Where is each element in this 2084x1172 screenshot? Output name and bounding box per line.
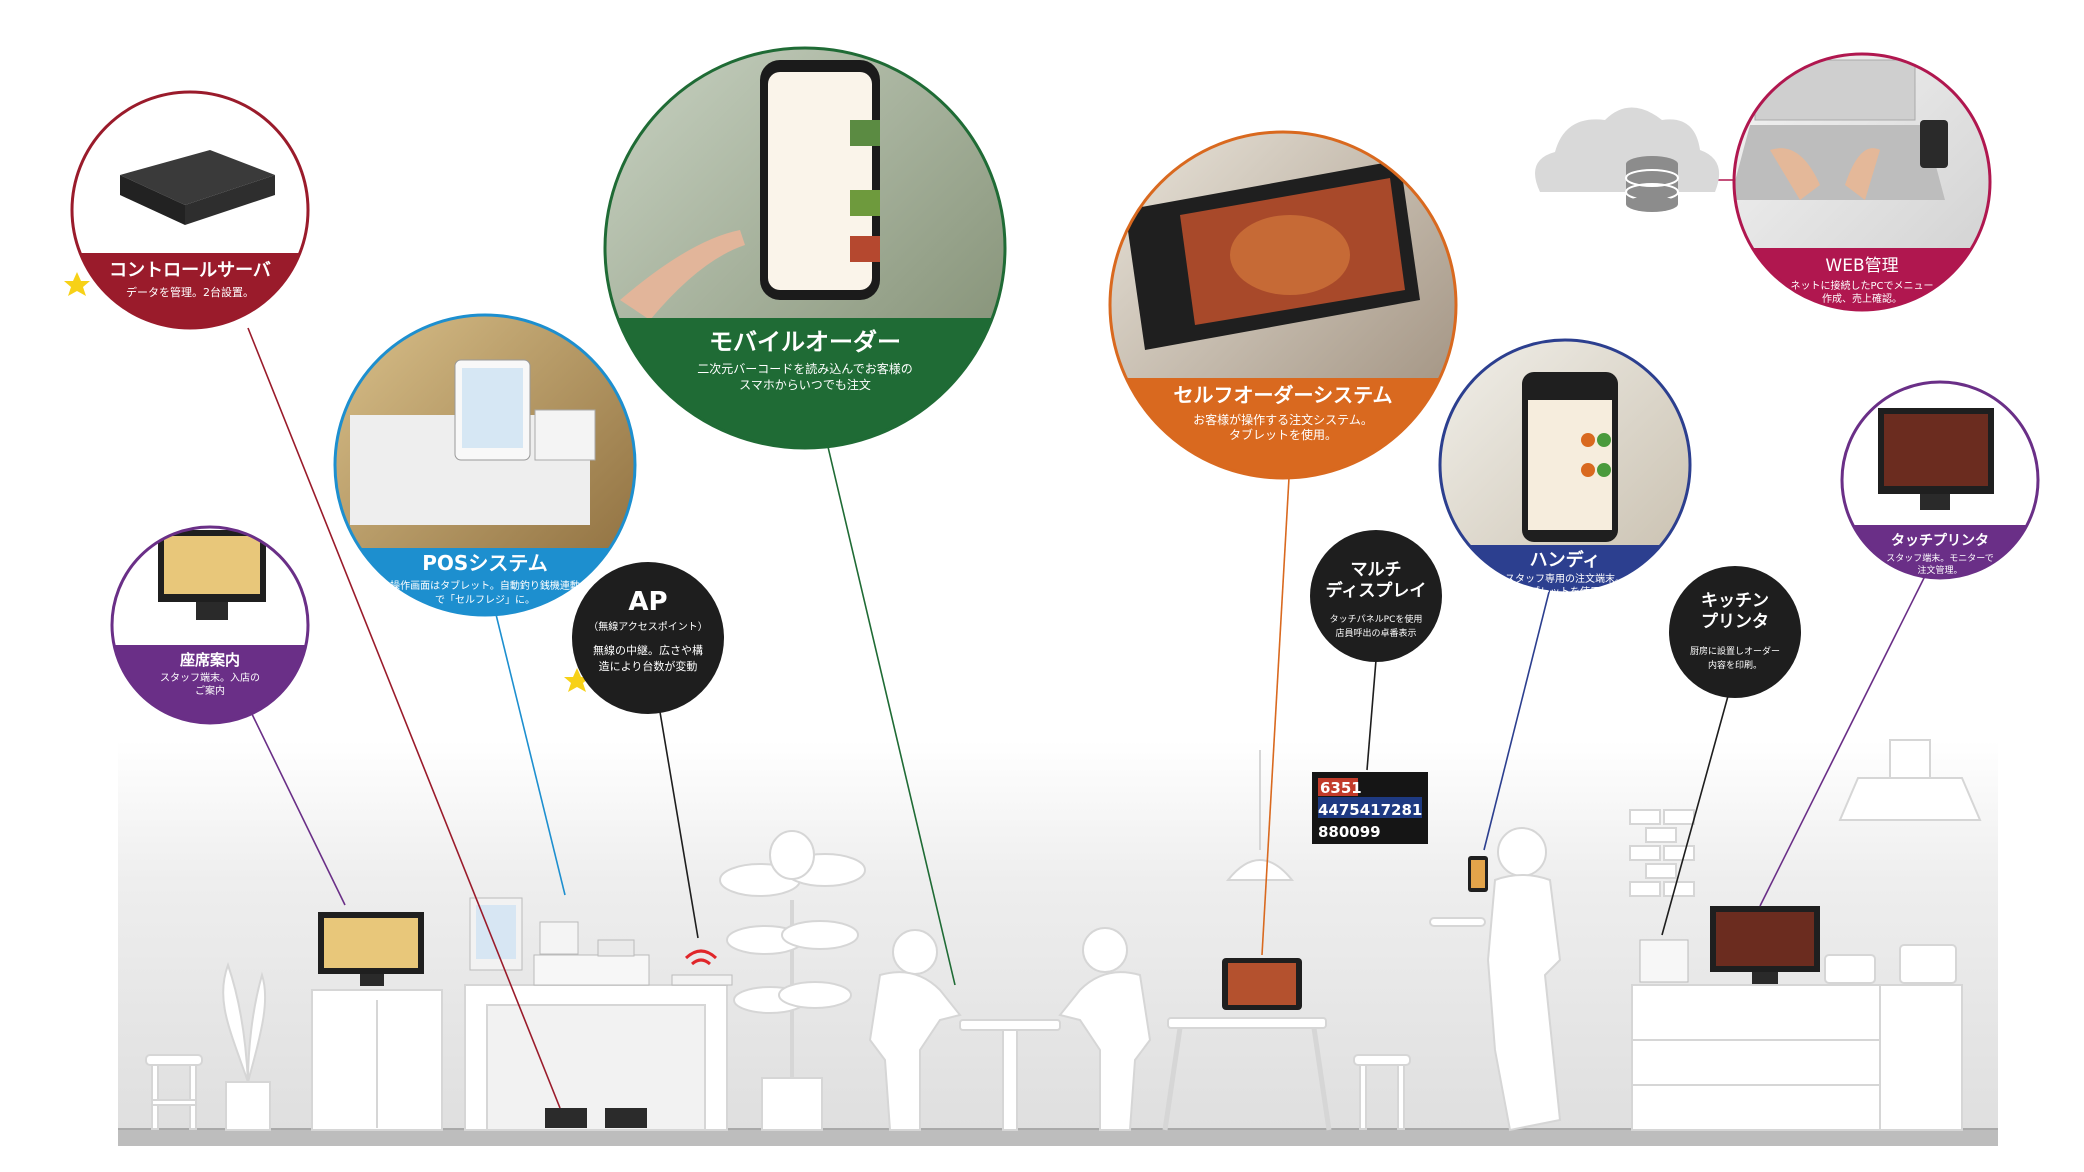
callout-title: POSシステム [422, 551, 547, 575]
callout-touch-printer: タッチプリンタ スタッフ端末。モニターで 注文管理。 [1840, 380, 2040, 580]
bubble-title: ディスプレイ [1326, 580, 1427, 601]
callout-description: スマホからいつでも注文 [739, 377, 871, 392]
callout-mobile-order: モバイルオーダー 二次元バーコードを読み込んでお客様の スマホからいつでも注文 [603, 46, 1007, 450]
scene-devices [318, 856, 1820, 1128]
callout-description: 操作画面はタブレット。自動釣り銭機連動 [390, 579, 580, 592]
connector-lines [247, 179, 1926, 1109]
floor-strip [118, 1130, 1998, 1146]
callout-title: モバイルオーダー [709, 328, 901, 356]
callout-description: タブレットを使用。 [1520, 585, 1610, 598]
callout-description: タブレットを使用。 [1229, 427, 1337, 442]
bubble-description: 店員呼出の卓番表示 [1335, 627, 1416, 639]
callout-title: WEB管理 [1825, 256, 1898, 276]
callout-handy: ハンディ スタッフ専用の注文端末。 タブレットを使用。 [1438, 338, 1692, 598]
bubble-description: 内容を印刷。 [1708, 659, 1762, 671]
multi-display-board: 6351 4475417281 880099 [1312, 772, 1428, 844]
callout-web-management: WEB管理 ネットに接続したPCでメニュー 作成、売上確認。 [1732, 52, 1992, 312]
bubble-multi-display: マルチ ディスプレイ タッチパネルPCを使用 店員呼出の卓番表示 [1310, 530, 1442, 662]
callout-title: 座席案内 [179, 651, 240, 669]
callout-description: スタッフ専用の注文端末。 [1505, 572, 1625, 585]
star-icon [64, 272, 90, 296]
callout-description: で「セルフレジ」に。 [435, 594, 535, 606]
bubble-title: プリンタ [1701, 611, 1769, 632]
bubble-subtitle: （無線アクセスポイント） [588, 620, 708, 633]
callout-title: コントロールサーバ [109, 260, 271, 281]
callout-description: スタッフ端末。入店の [160, 671, 260, 684]
bubble-description: 厨房に設置しオーダー [1690, 645, 1780, 657]
callout-title: セルフオーダーシステム [1174, 383, 1393, 407]
bubble-description: 無線の中継。広さや構 [593, 643, 703, 657]
bubble-title: マルチ [1351, 560, 1402, 580]
bubble-kitchen-printer: キッチン プリンタ 厨房に設置しオーダー 内容を印刷。 [1669, 566, 1801, 698]
callout-description: 二次元バーコードを読み込んでお客様の [697, 361, 912, 376]
board-row-1: 6351 [1320, 779, 1362, 797]
restaurant-scene [145, 739, 1982, 1132]
bubble-ap: AP （無線アクセスポイント） 無線の中継。広さや構 造により台数が変動 [572, 562, 724, 714]
callout-description: お客様が操作する注文システム。 [1193, 412, 1373, 427]
board-row-2: 4475417281 [1318, 801, 1422, 819]
star-icon [564, 668, 590, 692]
callout-control-server: コントロールサーバ データを管理。2台設置。 [70, 90, 310, 330]
bubble-description: タッチパネルPCを使用 [1330, 613, 1423, 625]
callout-pos: POSシステム 操作画面はタブレット。自動釣り銭機連動 で「セルフレジ」に。 [333, 313, 637, 617]
bubble-title: AP [628, 587, 667, 617]
board-row-3: 880099 [1318, 823, 1381, 841]
callout-description: ご案内 [195, 684, 225, 697]
callout-title: ハンディ [1530, 549, 1601, 571]
bubble-title: キッチン [1701, 591, 1769, 611]
callout-title: タッチプリンタ [1891, 533, 1989, 549]
callout-description: 作成、売上確認。 [1822, 292, 1902, 305]
cloud-database-icon [1535, 107, 1720, 212]
callout-description: スタッフ端末。モニターで [1886, 552, 1993, 564]
callout-description: 注文管理。 [1917, 564, 1962, 576]
callout-seat-guide: 座席案内 スタッフ端末。入店の ご案内 [110, 525, 310, 725]
callout-description: ネットに接続したPCでメニュー [1790, 279, 1933, 292]
callout-self-order: セルフオーダーシステム お客様が操作する注文システム。 タブレットを使用。 [1108, 130, 1458, 480]
callout-description: データを管理。2台設置。 [126, 285, 254, 299]
bubble-description: 造により台数が変動 [599, 659, 698, 673]
